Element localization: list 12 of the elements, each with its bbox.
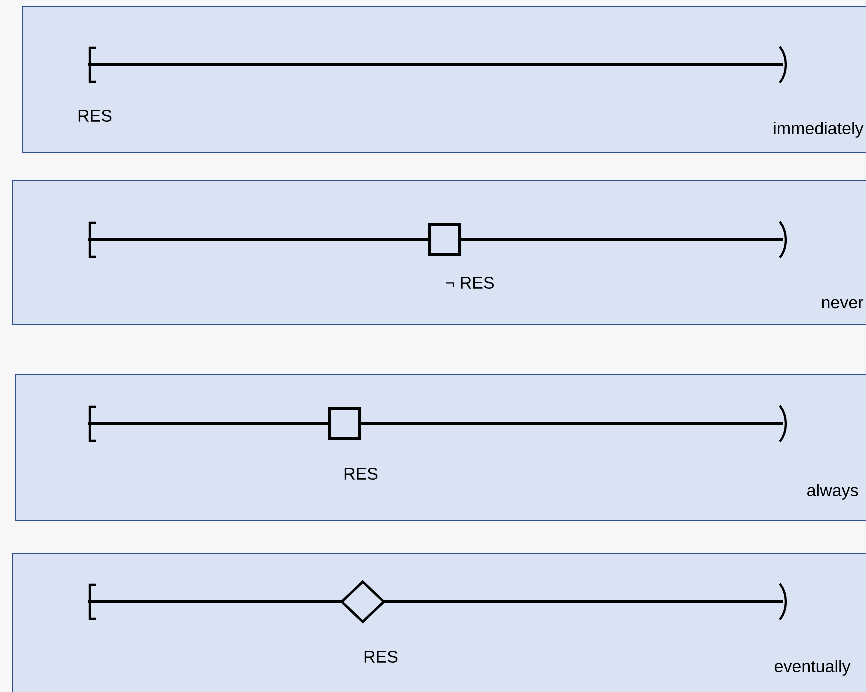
panel [22,6,866,154]
operator-label: never [822,299,864,309]
state-label: RES [344,468,378,480]
panel [12,180,866,326]
operator-label: always [808,484,858,500]
panel [15,374,866,522]
state-label: ¬ RES [446,276,494,290]
panel [12,553,866,692]
operator-label: eventually [774,660,851,676]
state-label: RES [364,650,398,664]
state-label: RES [78,110,112,122]
operator-label: immediately [774,122,864,138]
